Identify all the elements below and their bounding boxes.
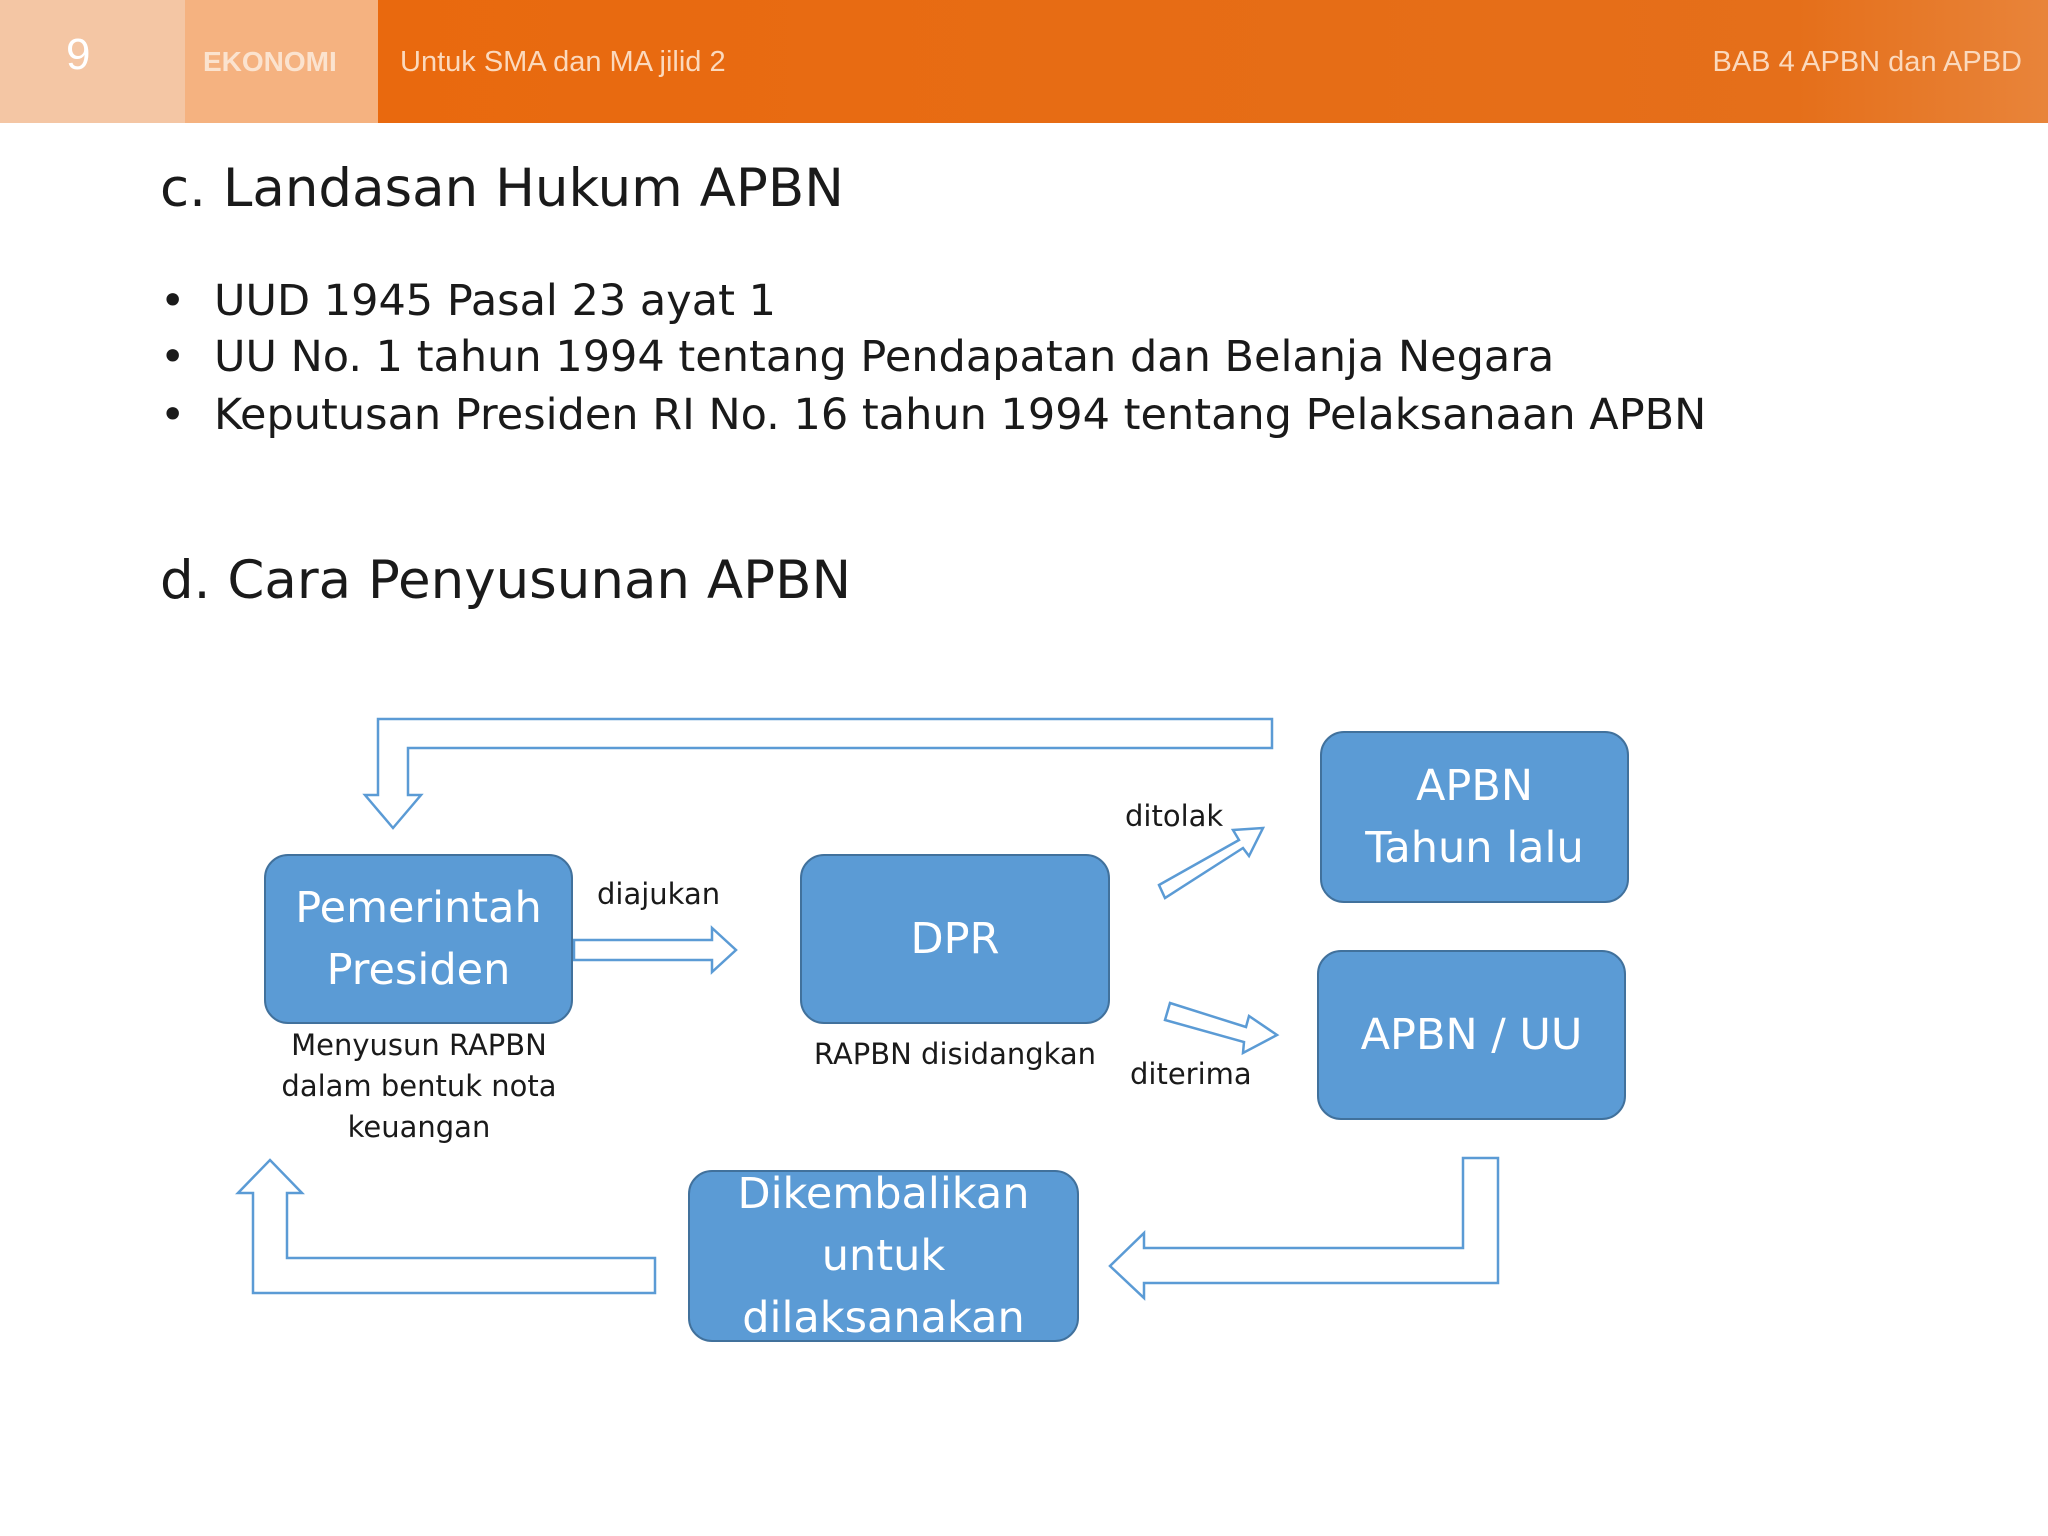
box-dikembalikan-label: Dikembalikan untuk dilaksanakan (737, 1169, 1030, 1343)
slide-header: 9 EKONOMI Untuk SMA dan MA jilid 2 BAB 4… (0, 0, 2048, 123)
box-apbn-uu-label: APBN / UU (1360, 1010, 1583, 1060)
list-item: Keputusan Presiden RI No. 16 tahun 1994 … (160, 390, 1706, 446)
box-pemerintah-presiden: Pemerintah Presiden (264, 854, 573, 1024)
section-d-title: d. Cara Penyusunan APBN (160, 550, 852, 611)
subject-block: EKONOMI (185, 0, 378, 123)
arrow-diterima (1163, 1001, 1280, 1056)
return-arrow-bottom-left (235, 1158, 657, 1295)
return-arrow-top (362, 717, 1274, 830)
page-number-block: 9 (0, 0, 185, 123)
box-pemerintah-label: Pemerintah Presiden (295, 883, 542, 995)
legal-basis-list: UUD 1945 Pasal 23 ayat 1 UU No. 1 tahun … (160, 276, 1706, 446)
box-apbn-lalu-label: APBN Tahun lalu (1365, 761, 1584, 873)
return-arrow-bottom-right (1108, 1156, 1500, 1301)
box-apbn-uu: APBN / UU (1317, 950, 1626, 1120)
label-diterima: diterima (1130, 1057, 1252, 1091)
box-apbn-tahun-lalu: APBN Tahun lalu (1320, 731, 1629, 903)
page-number: 9 (66, 30, 91, 79)
label-diajukan: diajukan (597, 877, 721, 911)
label-ditolak: ditolak (1125, 799, 1224, 833)
box-dikembalikan: Dikembalikan untuk dilaksanakan (688, 1169, 1079, 1343)
subject-label: EKONOMI (203, 46, 337, 77)
section-c-title: c. Landasan Hukum APBN (160, 158, 844, 219)
list-item: UU No. 1 tahun 1994 tentang Pendapatan d… (160, 332, 1706, 388)
caption-dpr: RAPBN disidangkan (813, 1037, 1097, 1071)
header-bar: Untuk SMA dan MA jilid 2 BAB 4 APBN dan … (378, 0, 2048, 123)
arrow-diajukan (572, 925, 738, 975)
arrow-ditolak (1157, 826, 1266, 900)
box-dpr: DPR (800, 854, 1110, 1024)
book-title: Untuk SMA dan MA jilid 2 (400, 46, 726, 78)
box-dpr-label: DPR (910, 914, 1000, 964)
caption-pemerintah: Menyusun RAPBN dalam bentuk nota keuanga… (281, 1028, 557, 1144)
list-item: UUD 1945 Pasal 23 ayat 1 (160, 276, 1706, 332)
chapter-title: BAB 4 APBN dan APBD (1712, 46, 2022, 78)
